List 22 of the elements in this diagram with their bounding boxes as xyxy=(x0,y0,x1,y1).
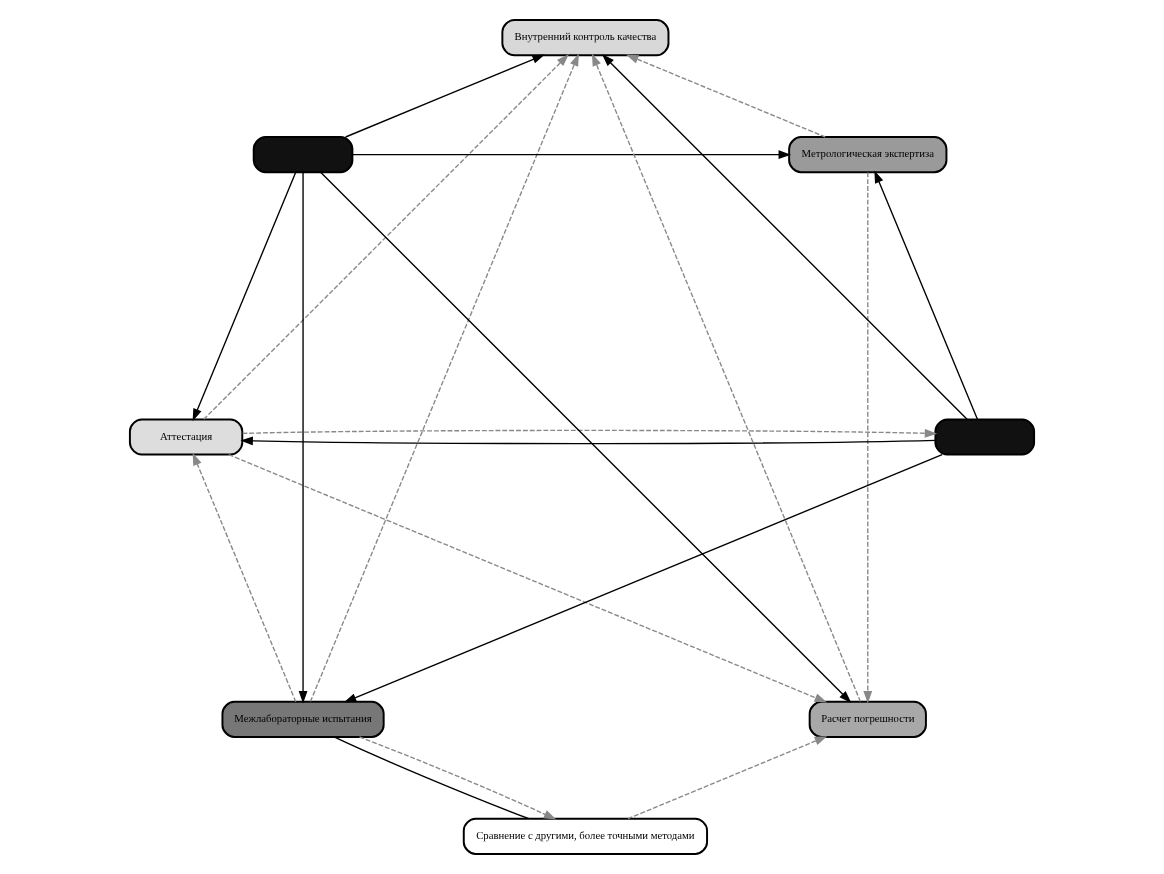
arrow xyxy=(874,170,979,420)
arrow xyxy=(240,436,937,446)
arrow xyxy=(627,736,828,820)
node-box xyxy=(252,136,354,174)
arrow xyxy=(344,54,545,138)
arrow xyxy=(863,171,873,704)
arrow xyxy=(591,53,862,703)
arrow xyxy=(601,54,968,420)
arrow xyxy=(192,171,297,422)
arrow xyxy=(343,454,943,703)
connector xyxy=(333,736,530,820)
arrow xyxy=(309,53,579,703)
node-box xyxy=(934,418,1036,456)
arrow xyxy=(241,428,938,438)
arrow xyxy=(351,150,792,159)
arrow xyxy=(625,54,826,138)
arrow xyxy=(203,54,569,420)
arrow xyxy=(228,454,828,703)
arrow xyxy=(320,171,852,703)
arrow xyxy=(192,452,297,703)
arrow xyxy=(298,171,308,704)
arrow xyxy=(358,736,557,820)
